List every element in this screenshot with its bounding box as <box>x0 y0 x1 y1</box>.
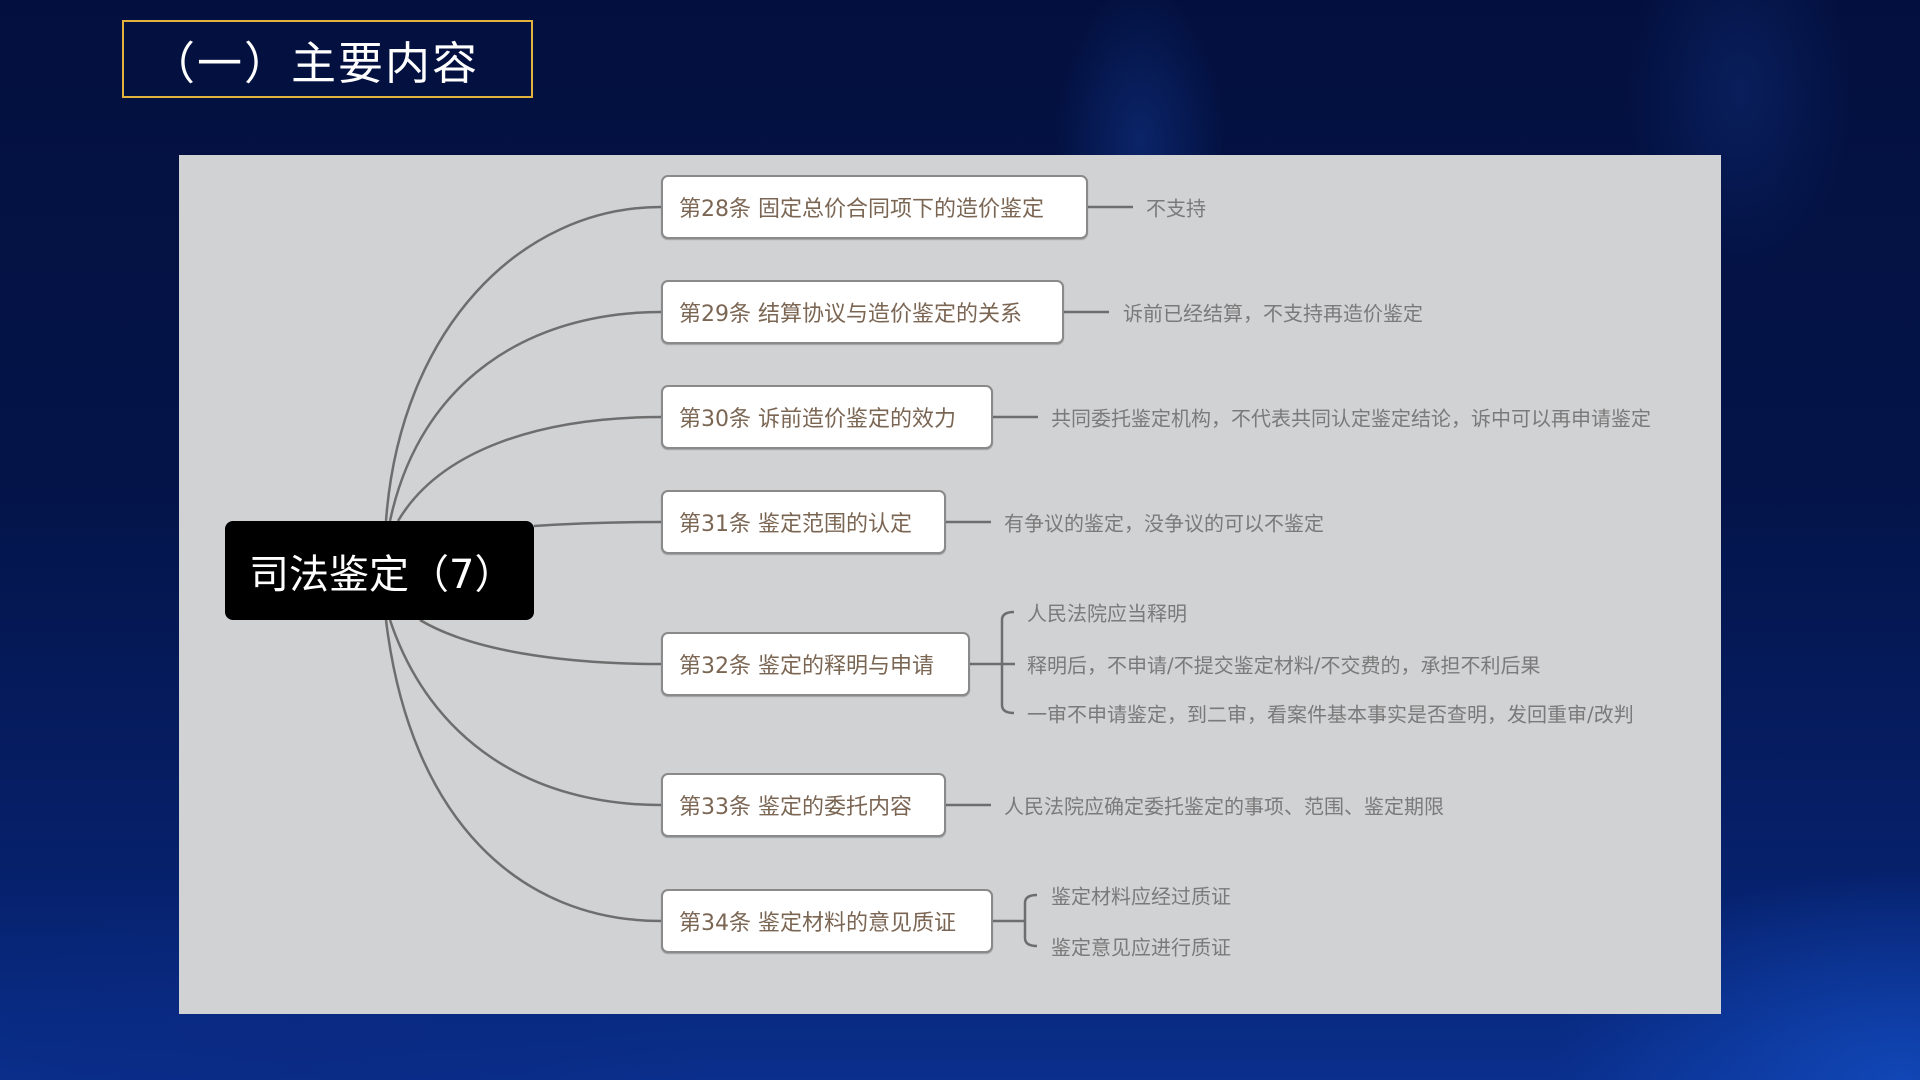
root-node[interactable]: 司法鉴定（7） <box>225 521 534 620</box>
leaf-node[interactable]: 有争议的鉴定，没争议的可以不鉴定 <box>1004 511 1324 536</box>
leaf-node[interactable]: 鉴定材料应经过质证 <box>1051 884 1231 909</box>
branch-label: 第33条 鉴定的委托内容 <box>679 795 912 820</box>
leaf-node[interactable]: 不支持 <box>1146 196 1206 221</box>
branch-node-31[interactable]: 第31条 鉴定范围的认定 <box>661 490 946 554</box>
branch-label: 第30条 诉前造价鉴定的效力 <box>679 407 956 432</box>
branch-node-33[interactable]: 第33条 鉴定的委托内容 <box>661 773 946 837</box>
branch-label: 第32条 鉴定的释明与申请 <box>679 654 934 679</box>
leaf-node[interactable]: 人民法院应确定委托鉴定的事项、范围、鉴定期限 <box>1004 794 1444 819</box>
leaf-node[interactable]: 鉴定意见应进行质证 <box>1051 935 1231 960</box>
leaf-node[interactable]: 释明后，不申请/不提交鉴定材料/不交费的，承担不利后果 <box>1027 653 1541 678</box>
leaf-node[interactable]: 一审不申请鉴定，到二审，看案件基本事实是否查明，发回重审/改判 <box>1027 702 1634 727</box>
branch-label: 第31条 鉴定范围的认定 <box>679 512 912 537</box>
branch-label: 第28条 固定总价合同项下的造价鉴定 <box>679 197 1044 222</box>
branch-label: 第34条 鉴定材料的意见质证 <box>679 911 956 936</box>
slide-title: （一）主要内容 <box>150 36 480 90</box>
slide-title-box: （一）主要内容 <box>122 20 533 98</box>
branch-node-28[interactable]: 第28条 固定总价合同项下的造价鉴定 <box>661 175 1088 239</box>
leaf-node[interactable]: 共同委托鉴定机构，不代表共同认定鉴定结论，诉中可以再申请鉴定 <box>1051 406 1651 431</box>
branch-node-29[interactable]: 第29条 结算协议与造价鉴定的关系 <box>661 280 1064 344</box>
branch-node-30[interactable]: 第30条 诉前造价鉴定的效力 <box>661 385 993 449</box>
leaf-node[interactable]: 诉前已经结算，不支持再造价鉴定 <box>1123 301 1423 326</box>
branch-node-32[interactable]: 第32条 鉴定的释明与申请 <box>661 632 970 696</box>
branch-label: 第29条 结算协议与造价鉴定的关系 <box>679 302 1022 327</box>
root-label: 司法鉴定（7） <box>249 551 515 598</box>
leaf-node[interactable]: 人民法院应当释明 <box>1027 601 1187 626</box>
branch-node-34[interactable]: 第34条 鉴定材料的意见质证 <box>661 889 993 953</box>
